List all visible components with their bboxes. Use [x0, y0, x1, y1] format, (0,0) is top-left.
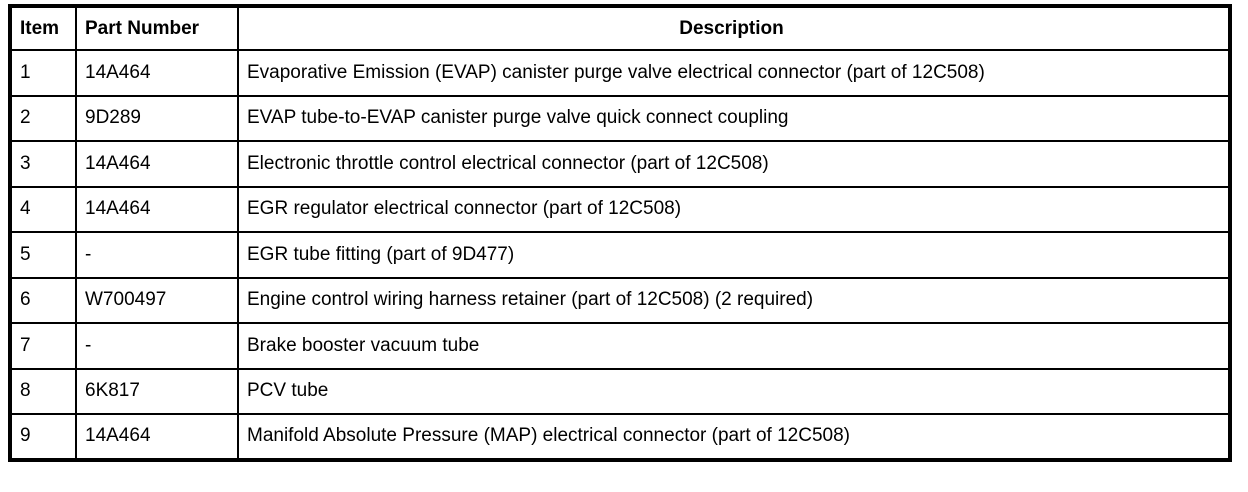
item-cell: 9 — [9, 413, 77, 461]
part-number-cell: - — [75, 322, 239, 370]
part-number-cell: 14A464 — [75, 49, 239, 97]
column-header-description: Description — [237, 5, 1231, 51]
description-cell: Brake booster vacuum tube — [237, 322, 1231, 370]
item-cell: 8 — [9, 367, 77, 415]
part-number-cell: 14A464 — [75, 185, 239, 233]
column-header-part-number: Part Number — [75, 5, 239, 51]
item-cell: 1 — [9, 49, 77, 97]
item-cell: 4 — [9, 185, 77, 233]
item-cell: 2 — [9, 94, 77, 142]
table-row: 1 14A464 Evaporative Emission (EVAP) can… — [9, 49, 1231, 97]
header-row: Item Part Number Description — [9, 5, 1231, 51]
table-row: 6 W700497 Engine control wiring harness … — [9, 276, 1231, 324]
description-cell: Engine control wiring harness retainer (… — [237, 276, 1231, 324]
item-cell: 3 — [9, 140, 77, 188]
description-cell: Manifold Absolute Pressure (MAP) electri… — [237, 413, 1231, 461]
column-header-item: Item — [9, 5, 77, 51]
table-row: 9 14A464 Manifold Absolute Pressure (MAP… — [9, 413, 1231, 461]
part-number-cell: W700497 — [75, 276, 239, 324]
item-cell: 5 — [9, 231, 77, 279]
description-cell: PCV tube — [237, 367, 1231, 415]
table-row: 5 - EGR tube fitting (part of 9D477) — [9, 231, 1231, 279]
item-cell: 7 — [9, 322, 77, 370]
parts-table: Item Part Number Description 1 14A464 Ev… — [8, 4, 1232, 462]
description-cell: EGR regulator electrical connector (part… — [237, 185, 1231, 233]
part-number-cell: 14A464 — [75, 413, 239, 461]
part-number-cell: 14A464 — [75, 140, 239, 188]
part-number-cell: 9D289 — [75, 94, 239, 142]
description-cell: Evaporative Emission (EVAP) canister pur… — [237, 49, 1231, 97]
table-row: 3 14A464 Electronic throttle control ele… — [9, 140, 1231, 188]
item-cell: 6 — [9, 276, 77, 324]
description-cell: Electronic throttle control electrical c… — [237, 140, 1231, 188]
part-number-cell: 6K817 — [75, 367, 239, 415]
description-cell: EGR tube fitting (part of 9D477) — [237, 231, 1231, 279]
table-row: 8 6K817 PCV tube — [9, 367, 1231, 415]
part-number-cell: - — [75, 231, 239, 279]
description-cell: EVAP tube-to-EVAP canister purge valve q… — [237, 94, 1231, 142]
table-row: 4 14A464 EGR regulator electrical connec… — [9, 185, 1231, 233]
table-row: 2 9D289 EVAP tube-to-EVAP canister purge… — [9, 94, 1231, 142]
table-row: 7 - Brake booster vacuum tube — [9, 322, 1231, 370]
parts-table-container: Item Part Number Description 1 14A464 Ev… — [8, 4, 1232, 462]
